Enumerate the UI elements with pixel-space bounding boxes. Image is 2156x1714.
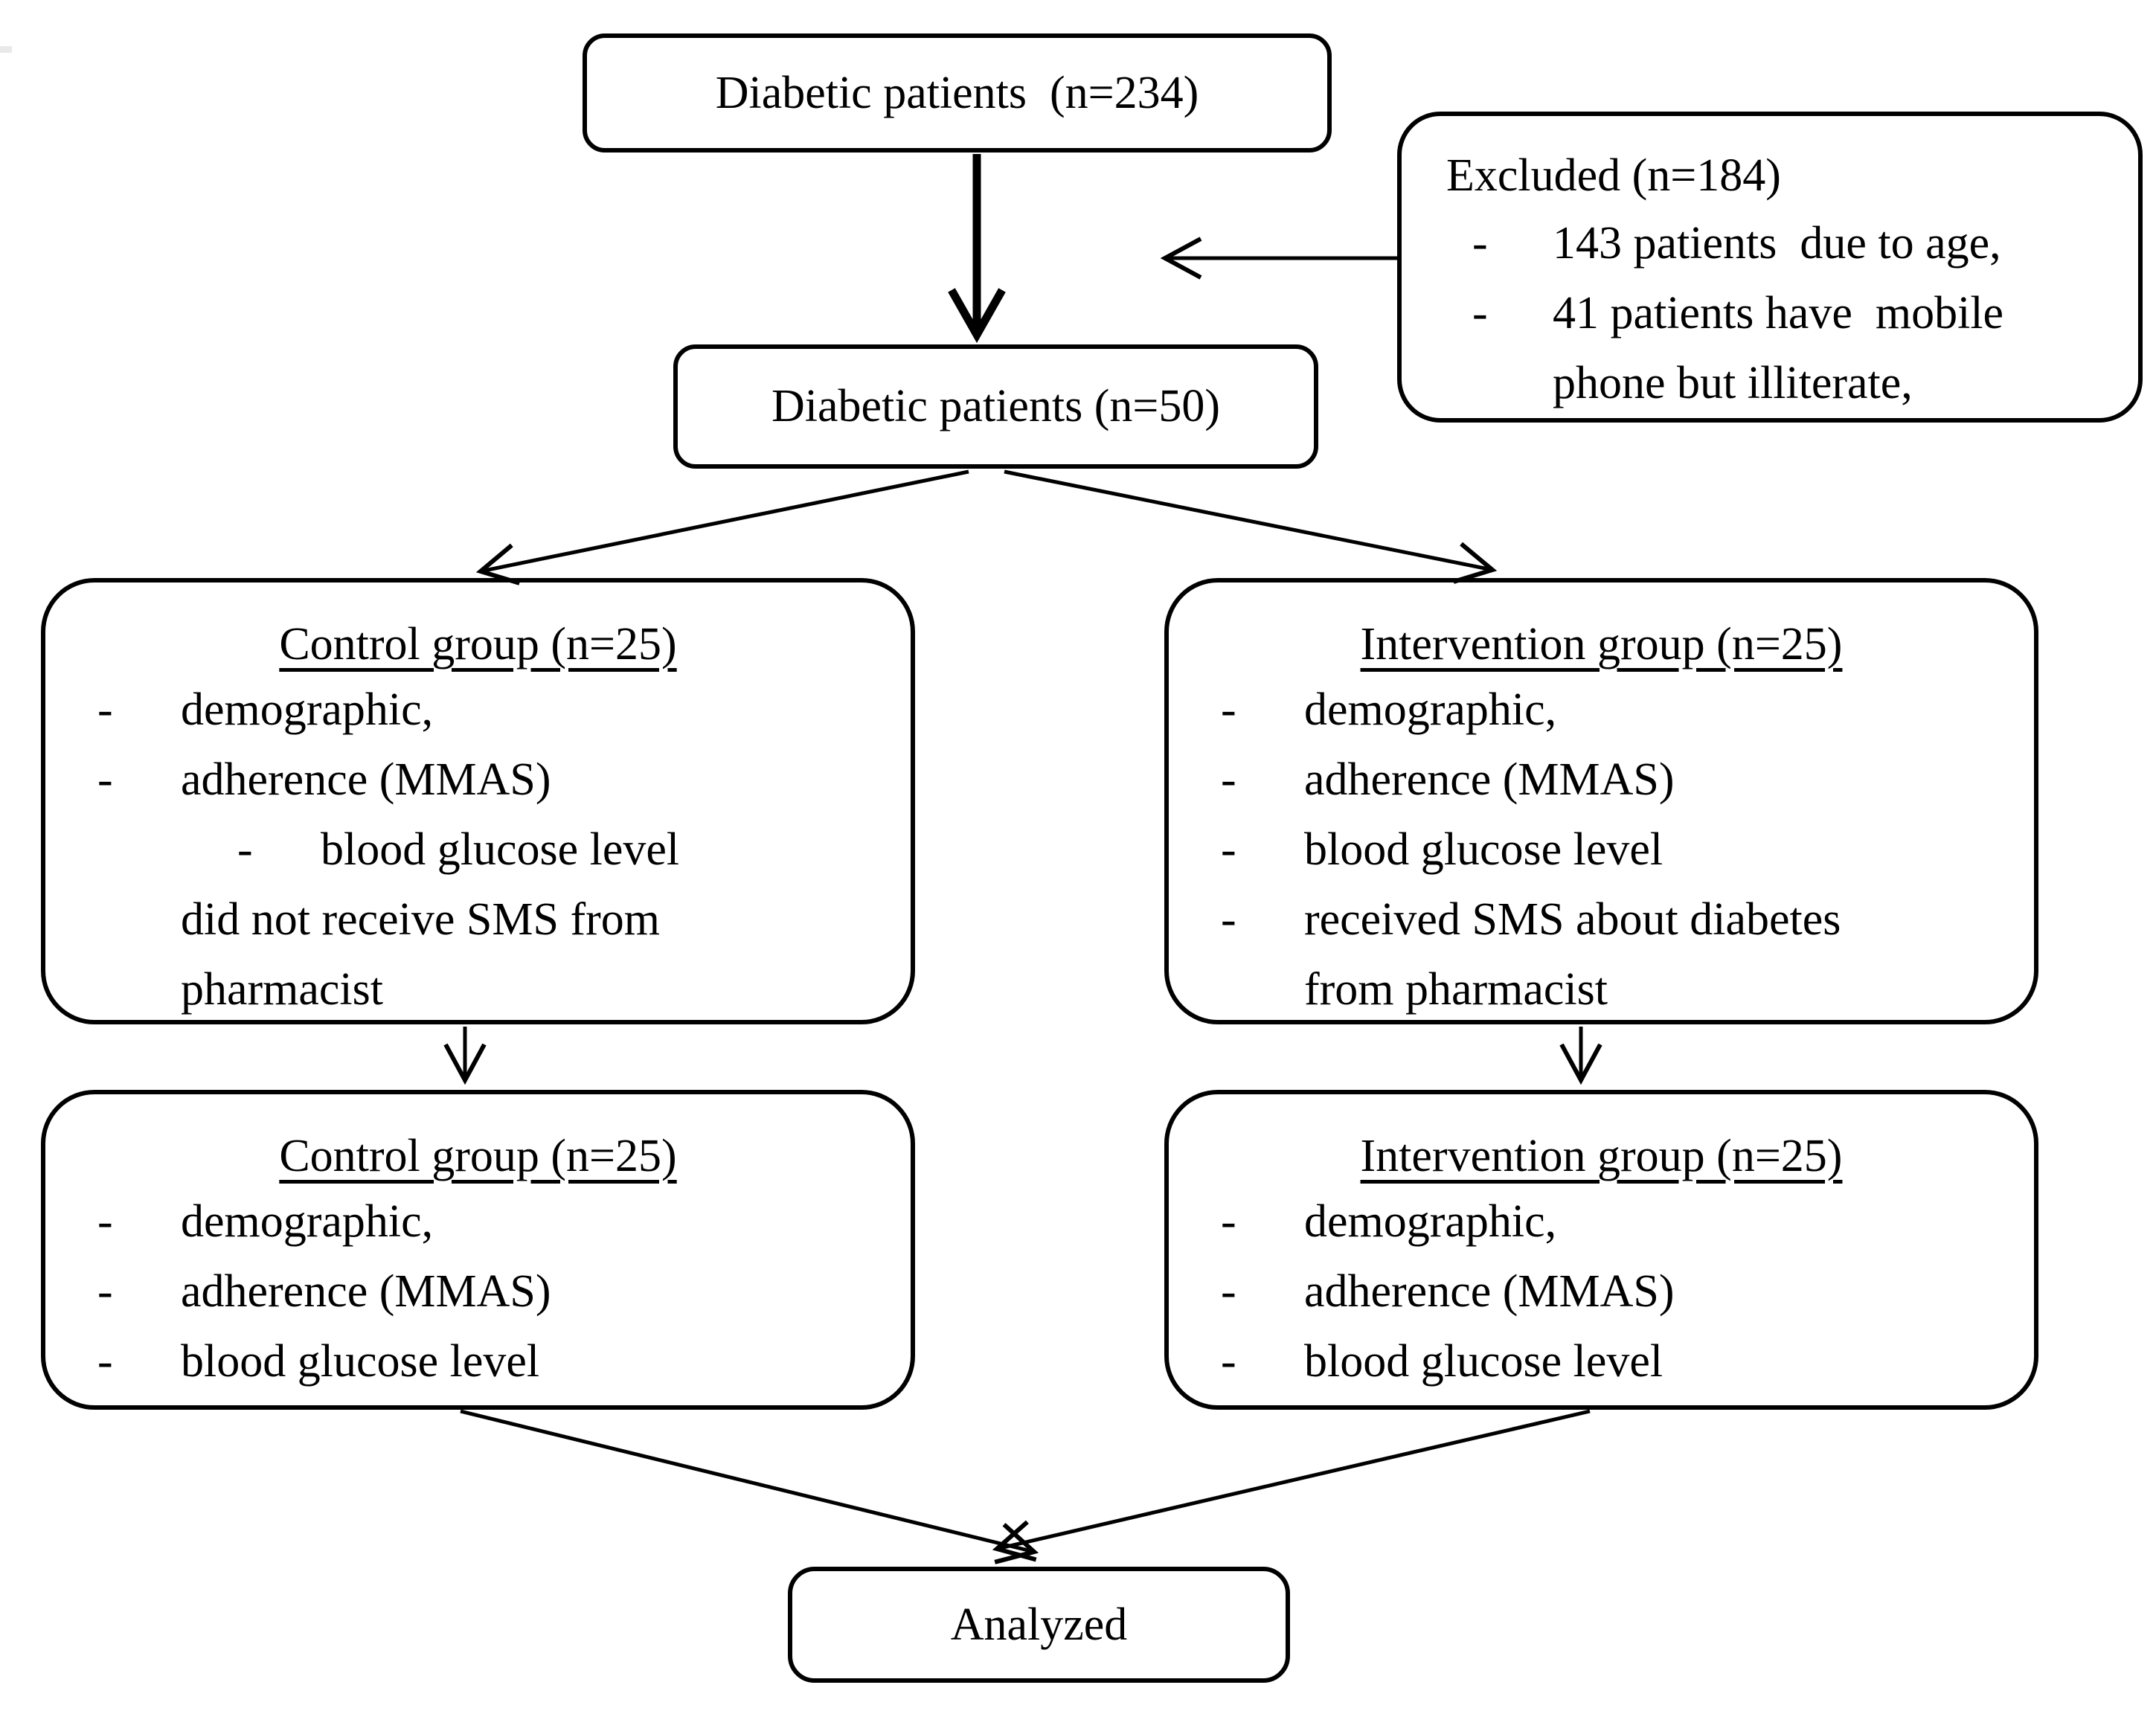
bullet-dash: -	[1472, 288, 1488, 338]
arrow-intervention-to-analyzed	[992, 1409, 1591, 1562]
scan-artifact	[0, 46, 12, 53]
control-allocation-box: Control group (n=25) - demographic, - ad…	[41, 578, 915, 1024]
control-allocation-item-adherence: - adherence (MMAS)	[45, 745, 911, 815]
screened-patients-label: Diabetic patients (n=234)	[715, 67, 1199, 118]
arrow-eligible-to-intervention	[1004, 469, 1498, 584]
excluded-box: Excluded (n=184) - 143 patients due to a…	[1397, 112, 2143, 423]
intervention-allocation-title: Intervention group (n=25)	[1360, 619, 1843, 670]
bullet-dash: -	[97, 1196, 113, 1247]
bullet-dash: -	[237, 824, 253, 875]
intervention-followup-box: Intervention group (n=25) - demographic,…	[1164, 1090, 2038, 1410]
control-allocation-item-demographic: - demographic,	[45, 675, 911, 745]
excluded-item-age-text: 143 patients due to age,	[1553, 218, 2001, 269]
screened-patients-box: Diabetic patients (n=234)	[583, 33, 1332, 153]
intervention-followup-title: Intervention group (n=25)	[1360, 1131, 1843, 1181]
control-allocation-item-glucose: - blood glucose level	[45, 815, 911, 885]
bullet-dash: -	[1221, 894, 1236, 945]
bullet-dash: -	[97, 754, 113, 805]
excluded-item-age: - 143 patients due to age,	[1402, 208, 2138, 278]
excluded-item-illiterate-text-line1: 41 patients have mobile	[1553, 288, 2004, 338]
bullet-dash: -	[1221, 684, 1236, 735]
bullet-dash: -	[97, 684, 113, 735]
intervention-followup-item-adherence: - adherence (MMAS)	[1169, 1256, 2034, 1326]
excluded-item-illiterate: - 41 patients have mobile	[1402, 278, 2138, 348]
intervention-allocation-item-glucose: - blood glucose level	[1169, 815, 2034, 885]
intervention-followup-item-glucose: - blood glucose level	[1169, 1326, 2034, 1396]
intervention-allocation-item-sms-line1: - received SMS about diabetes	[1169, 885, 2034, 954]
intervention-followup-item-demographic: - demographic,	[1169, 1187, 2034, 1256]
analyzed-label: Analyzed	[950, 1599, 1128, 1650]
eligible-patients-box: Diabetic patients (n=50)	[673, 344, 1318, 469]
excluded-title: Excluded (n=184)	[1446, 150, 1781, 201]
intervention-allocation-box: Intervention group (n=25) - demographic,…	[1164, 578, 2038, 1024]
excluded-item-illiterate-text-line2: phone but illiterate,	[1553, 358, 1913, 408]
control-allocation-note-line1: did not receive SMS from	[181, 894, 661, 945]
bullet-dash: -	[97, 1336, 113, 1387]
arrow-control-to-analyzed	[460, 1409, 1039, 1564]
control-followup-item-glucose: - blood glucose level	[45, 1326, 911, 1396]
bullet-dash: -	[97, 1266, 113, 1317]
control-followup-title: Control group (n=25)	[279, 1131, 677, 1181]
bullet-dash: -	[1221, 1336, 1236, 1387]
bullet-dash: -	[1221, 1266, 1236, 1317]
control-followup-item-demographic: - demographic,	[45, 1187, 911, 1256]
control-allocation-title: Control group (n=25)	[279, 619, 677, 670]
intervention-allocation-item-demographic: - demographic,	[1169, 675, 2034, 745]
bullet-dash: -	[1221, 824, 1236, 875]
bullet-dash: -	[1472, 218, 1488, 269]
control-followup-box: Control group (n=25) - demographic, - ad…	[41, 1090, 915, 1410]
intervention-allocation-item-adherence: - adherence (MMAS)	[1169, 745, 2034, 815]
eligible-patients-label: Diabetic patients (n=50)	[771, 381, 1221, 431]
analyzed-box: Analyzed	[788, 1567, 1290, 1683]
bullet-dash: -	[1221, 1196, 1236, 1247]
excluded-item-illiterate-continuation: phone but illiterate,	[1402, 348, 2138, 418]
bullet-dash: -	[1221, 754, 1236, 805]
intervention-allocation-item-sms-line2: from pharmacist	[1304, 964, 1608, 1015]
arrow-eligible-to-control	[475, 469, 969, 585]
control-followup-item-adherence: - adherence (MMAS)	[45, 1256, 911, 1326]
control-allocation-note-line2: pharmacist	[181, 964, 384, 1015]
